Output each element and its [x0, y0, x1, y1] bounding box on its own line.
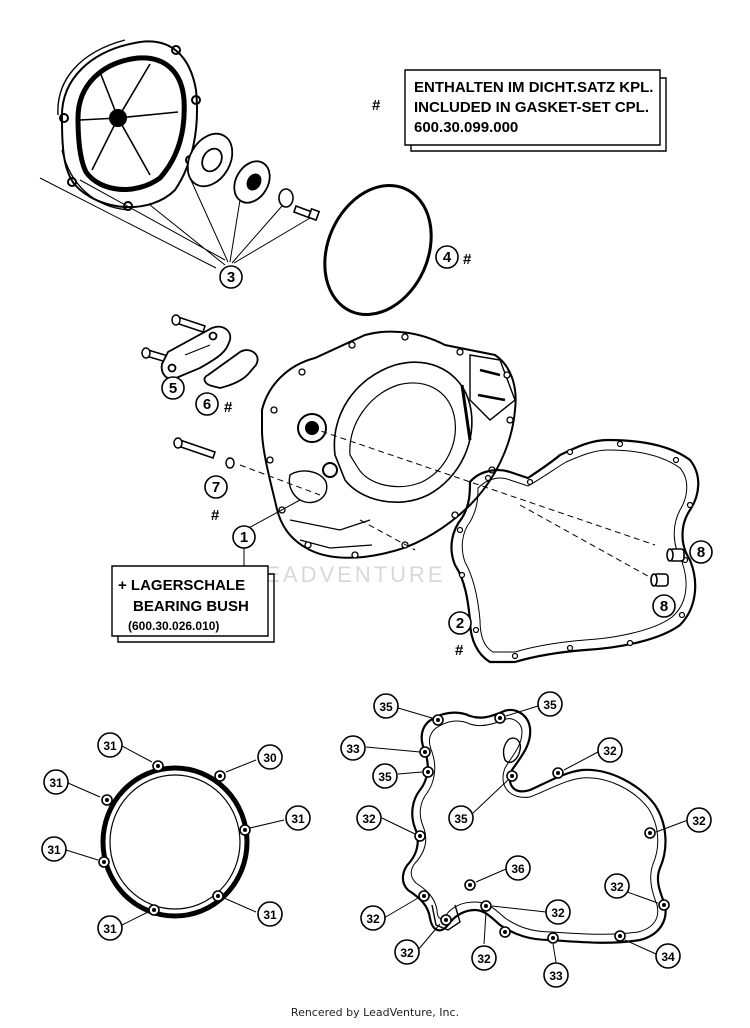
label-35-c: 35 [378, 770, 392, 784]
label-31-d: 31 [47, 843, 61, 857]
cover-gasket-holes [456, 440, 694, 660]
cover-plate-gasket [203, 349, 259, 389]
label-30: 30 [263, 751, 277, 765]
dowel-pin-lower [650, 573, 669, 587]
label-32-b: 32 [362, 812, 376, 826]
o-ring [323, 184, 433, 316]
svg-text:#: # [455, 642, 464, 659]
dowel-pin-upper [666, 548, 685, 562]
inspection-cap-large [186, 132, 234, 188]
callout-5: 5 [161, 376, 185, 400]
inspection-cap-small [233, 160, 271, 204]
callout-8-lower: 8 [652, 594, 676, 618]
label-36: 36 [511, 862, 525, 876]
label-31-b: 31 [49, 776, 63, 790]
cover-gasket-detail [401, 708, 667, 944]
label-32-g: 32 [400, 946, 414, 960]
svg-text:7: 7 [212, 479, 220, 496]
svg-text:BEARING BUSH: BEARING BUSH [133, 598, 249, 615]
label-31-f: 31 [103, 922, 117, 936]
leader-line-1 [244, 499, 301, 531]
svg-text:600.30.099.000: 600.30.099.000 [414, 119, 518, 136]
label-35-d: 35 [454, 812, 468, 826]
round-gasket-leaders [65, 745, 285, 926]
cap-screw [292, 204, 321, 222]
label-35-b: 35 [543, 698, 557, 712]
svg-text:4: 4 [443, 249, 452, 266]
svg-text:2: 2 [456, 615, 464, 632]
gasket-set-note: # ENTHALTEN IM DICHT.SATZ KPL. INCLUDED … [372, 69, 667, 152]
watermark: LEADVENTURE [250, 562, 446, 587]
label-32-a: 32 [603, 744, 617, 758]
cover-plate [160, 325, 232, 380]
cover-gasket [450, 438, 700, 664]
svg-text:#: # [463, 251, 472, 268]
svg-text:+ LAGERSCHALE: + LAGERSCHALE [118, 577, 245, 594]
svg-text:(600.30.026.010): (600.30.026.010) [128, 619, 219, 633]
alignment-lines [239, 427, 656, 581]
label-32-h: 32 [477, 952, 491, 966]
cap-washer [278, 188, 294, 208]
callout-7: 7 # [204, 475, 228, 524]
callout-1: 1 [232, 525, 256, 549]
leader-lines-3 [39, 177, 311, 269]
ignition-cover [261, 330, 517, 559]
cover-gasket-detail-callouts [340, 691, 712, 988]
svg-text:#: # [224, 399, 233, 416]
svg-text:ENTHALTEN IM DICHT.SATZ KPL.: ENTHALTEN IM DICHT.SATZ KPL. [414, 79, 653, 96]
callout-8-upper: 8 [689, 540, 713, 564]
label-32-e: 32 [366, 912, 380, 926]
label-32-f: 32 [551, 906, 565, 920]
label-31-a: 31 [103, 739, 117, 753]
bolt-7 [173, 437, 235, 469]
clutch-cover [57, 39, 201, 211]
svg-text:8: 8 [660, 598, 668, 615]
label-31-e: 31 [263, 908, 277, 922]
label-33-a: 33 [346, 742, 360, 756]
bearing-bush-note: + LAGERSCHALE BEARING BUSH (600.30.026.0… [111, 565, 275, 643]
svg-text:8: 8 [697, 544, 705, 561]
callout-4: 4 # [435, 245, 472, 269]
label-35-a: 35 [379, 700, 393, 714]
label-34: 34 [661, 950, 675, 964]
callout-2: 2 # [448, 611, 472, 659]
svg-text:5: 5 [169, 380, 177, 397]
svg-text:3: 3 [227, 269, 235, 286]
label-31-c: 31 [291, 812, 305, 826]
callout-6: 6 # [195, 392, 233, 416]
svg-text:1: 1 [240, 529, 248, 546]
round-gasket [98, 760, 251, 919]
svg-text:#: # [372, 97, 381, 114]
cover-gasket-detail-leaders [365, 705, 689, 963]
label-32-d: 32 [610, 880, 624, 894]
round-gasket-callouts [41, 732, 311, 941]
svg-text:6: 6 [203, 396, 211, 413]
svg-text:INCLUDED IN GASKET-SET CPL.: INCLUDED IN GASKET-SET CPL. [414, 99, 649, 116]
callout-3: 3 [219, 265, 243, 289]
footer-credit: Rencered by LeadVenture, Inc. [290, 1006, 460, 1019]
label-32-c: 32 [692, 814, 706, 828]
label-33-b: 33 [549, 969, 563, 983]
svg-text:#: # [211, 507, 220, 524]
